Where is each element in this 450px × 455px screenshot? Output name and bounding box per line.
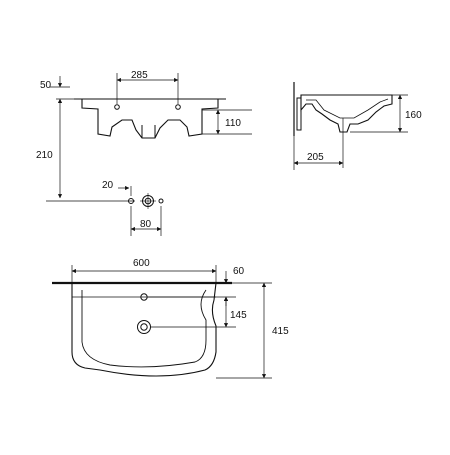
label-pipe-spacing: 80	[140, 219, 152, 230]
drain-inner	[140, 323, 148, 331]
basin-top-bowl	[81, 289, 207, 368]
drain-outer	[137, 320, 151, 334]
label-side-depth: 205	[307, 152, 324, 163]
side-view-labels: 160 205	[307, 110, 422, 163]
tap-hole-left	[114, 104, 120, 110]
basin-front-outline	[81, 98, 219, 139]
label-hole-spacing: 285	[131, 70, 148, 81]
label-top-offset: 50	[40, 80, 52, 91]
label-side-height: 160	[405, 110, 422, 121]
tap-hole-top	[140, 293, 148, 301]
pipe-small-right	[158, 198, 164, 204]
top-view	[52, 265, 272, 379]
label-depth: 415	[272, 326, 289, 337]
side-view	[293, 82, 408, 170]
waste-outlet	[141, 125, 156, 138]
tap-hole-right	[175, 104, 181, 110]
label-waste-height: 210	[36, 150, 53, 161]
label-rim: 60	[233, 266, 245, 277]
basin-top-outline	[71, 282, 217, 377]
basin-side-outline	[300, 94, 393, 133]
label-width: 600	[133, 258, 150, 269]
pipe-small	[128, 198, 134, 204]
label-bowl-depth: 110	[225, 118, 241, 129]
label-pipe-offset: 20	[102, 180, 114, 191]
wall-bracket	[296, 97, 302, 131]
top-view-labels: 600 60 145 415	[133, 258, 289, 337]
front-view-labels: 285 50 110 210 20 80	[36, 70, 241, 230]
front-view	[46, 73, 252, 236]
basin-side-inner	[306, 98, 389, 119]
label-tap-to-drain: 145	[230, 310, 247, 321]
